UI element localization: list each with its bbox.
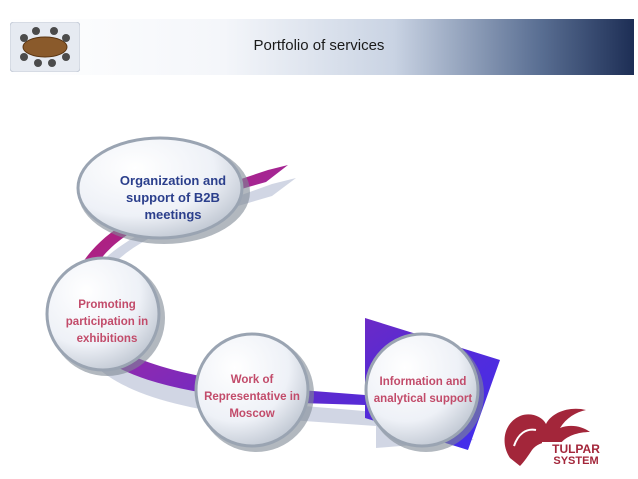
service-disc-exhibitions: [45, 256, 165, 376]
service-disc-analytics: [364, 332, 484, 452]
horse-emblem-icon: [504, 408, 590, 466]
service-label-exhibitions: Promoting participation in exhibitions: [65, 299, 149, 345]
svg-text:TULPAR: TULPAR: [552, 442, 600, 456]
header-bar: [3, 19, 634, 75]
service-disc-b2b: [76, 136, 250, 244]
service-disc-representative: [194, 332, 314, 452]
svg-text:SYSTEM: SYSTEM: [553, 455, 598, 467]
service-label-b2b: Organization and support of B2B meetings: [119, 173, 227, 222]
tulpar-system-logo: TULPAR SYSTEM: [504, 408, 610, 467]
meeting-table-icon: [10, 22, 80, 72]
service-label-representative: Work of Representative in Moscow: [204, 374, 300, 420]
page-title: Portfolio of services: [253, 37, 385, 54]
service-label-analytics: Information and analytical support: [373, 376, 473, 405]
